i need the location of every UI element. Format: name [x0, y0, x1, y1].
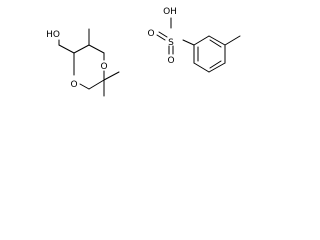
atom-label-sulfonyl-o-top: O	[147, 29, 154, 39]
atom-label-sulfonyl-o-bottom: O	[167, 56, 174, 66]
toluenesulfonic-acid-structure: OH S O O	[147, 7, 241, 73]
atom-label-o2: O	[70, 80, 77, 90]
dioxane-bonds	[58, 28, 120, 97]
chemical-structure-canvas: O O HO OH S	[46, 7, 241, 97]
bond-c3-o2	[79, 83, 90, 90]
bond-s-o-top-b	[156, 34, 166, 41]
dioxane-atom-labels: O O HO	[46, 30, 107, 90]
atom-label-o1: O	[100, 62, 107, 72]
bond-c5-c6	[88, 44, 105, 54]
bond-c4-c5	[73, 44, 90, 54]
atom-label-sulfonic-oh: OH	[163, 7, 177, 17]
atom-label-hydroxyl: HO	[46, 30, 60, 40]
bond-ring-c5-c6	[193, 62, 210, 73]
bond-c2-methyl-right	[103, 71, 120, 81]
bond-ring-c4-c5	[208, 62, 226, 73]
bond-ring-c1-c2	[193, 35, 210, 46]
tosyl-atom-labels: OH S O O	[147, 7, 176, 66]
bond-ring-c2-c3	[208, 35, 226, 46]
tosyl-bonds	[156, 17, 241, 73]
dioxane-methanol-structure: O O HO	[46, 28, 120, 97]
bond-c2-c3	[88, 79, 105, 90]
bond-ring-s	[182, 39, 195, 46]
bond-s-o-top-a	[158, 31, 168, 38]
bond-ring-c2-c3-inner	[209, 39, 222, 48]
bond-ring-methyl	[224, 35, 241, 46]
bond-c4-ch2	[58, 44, 75, 54]
bond-ring-c4-c5-inner	[209, 60, 222, 69]
atom-label-sulfur: S	[168, 38, 174, 48]
